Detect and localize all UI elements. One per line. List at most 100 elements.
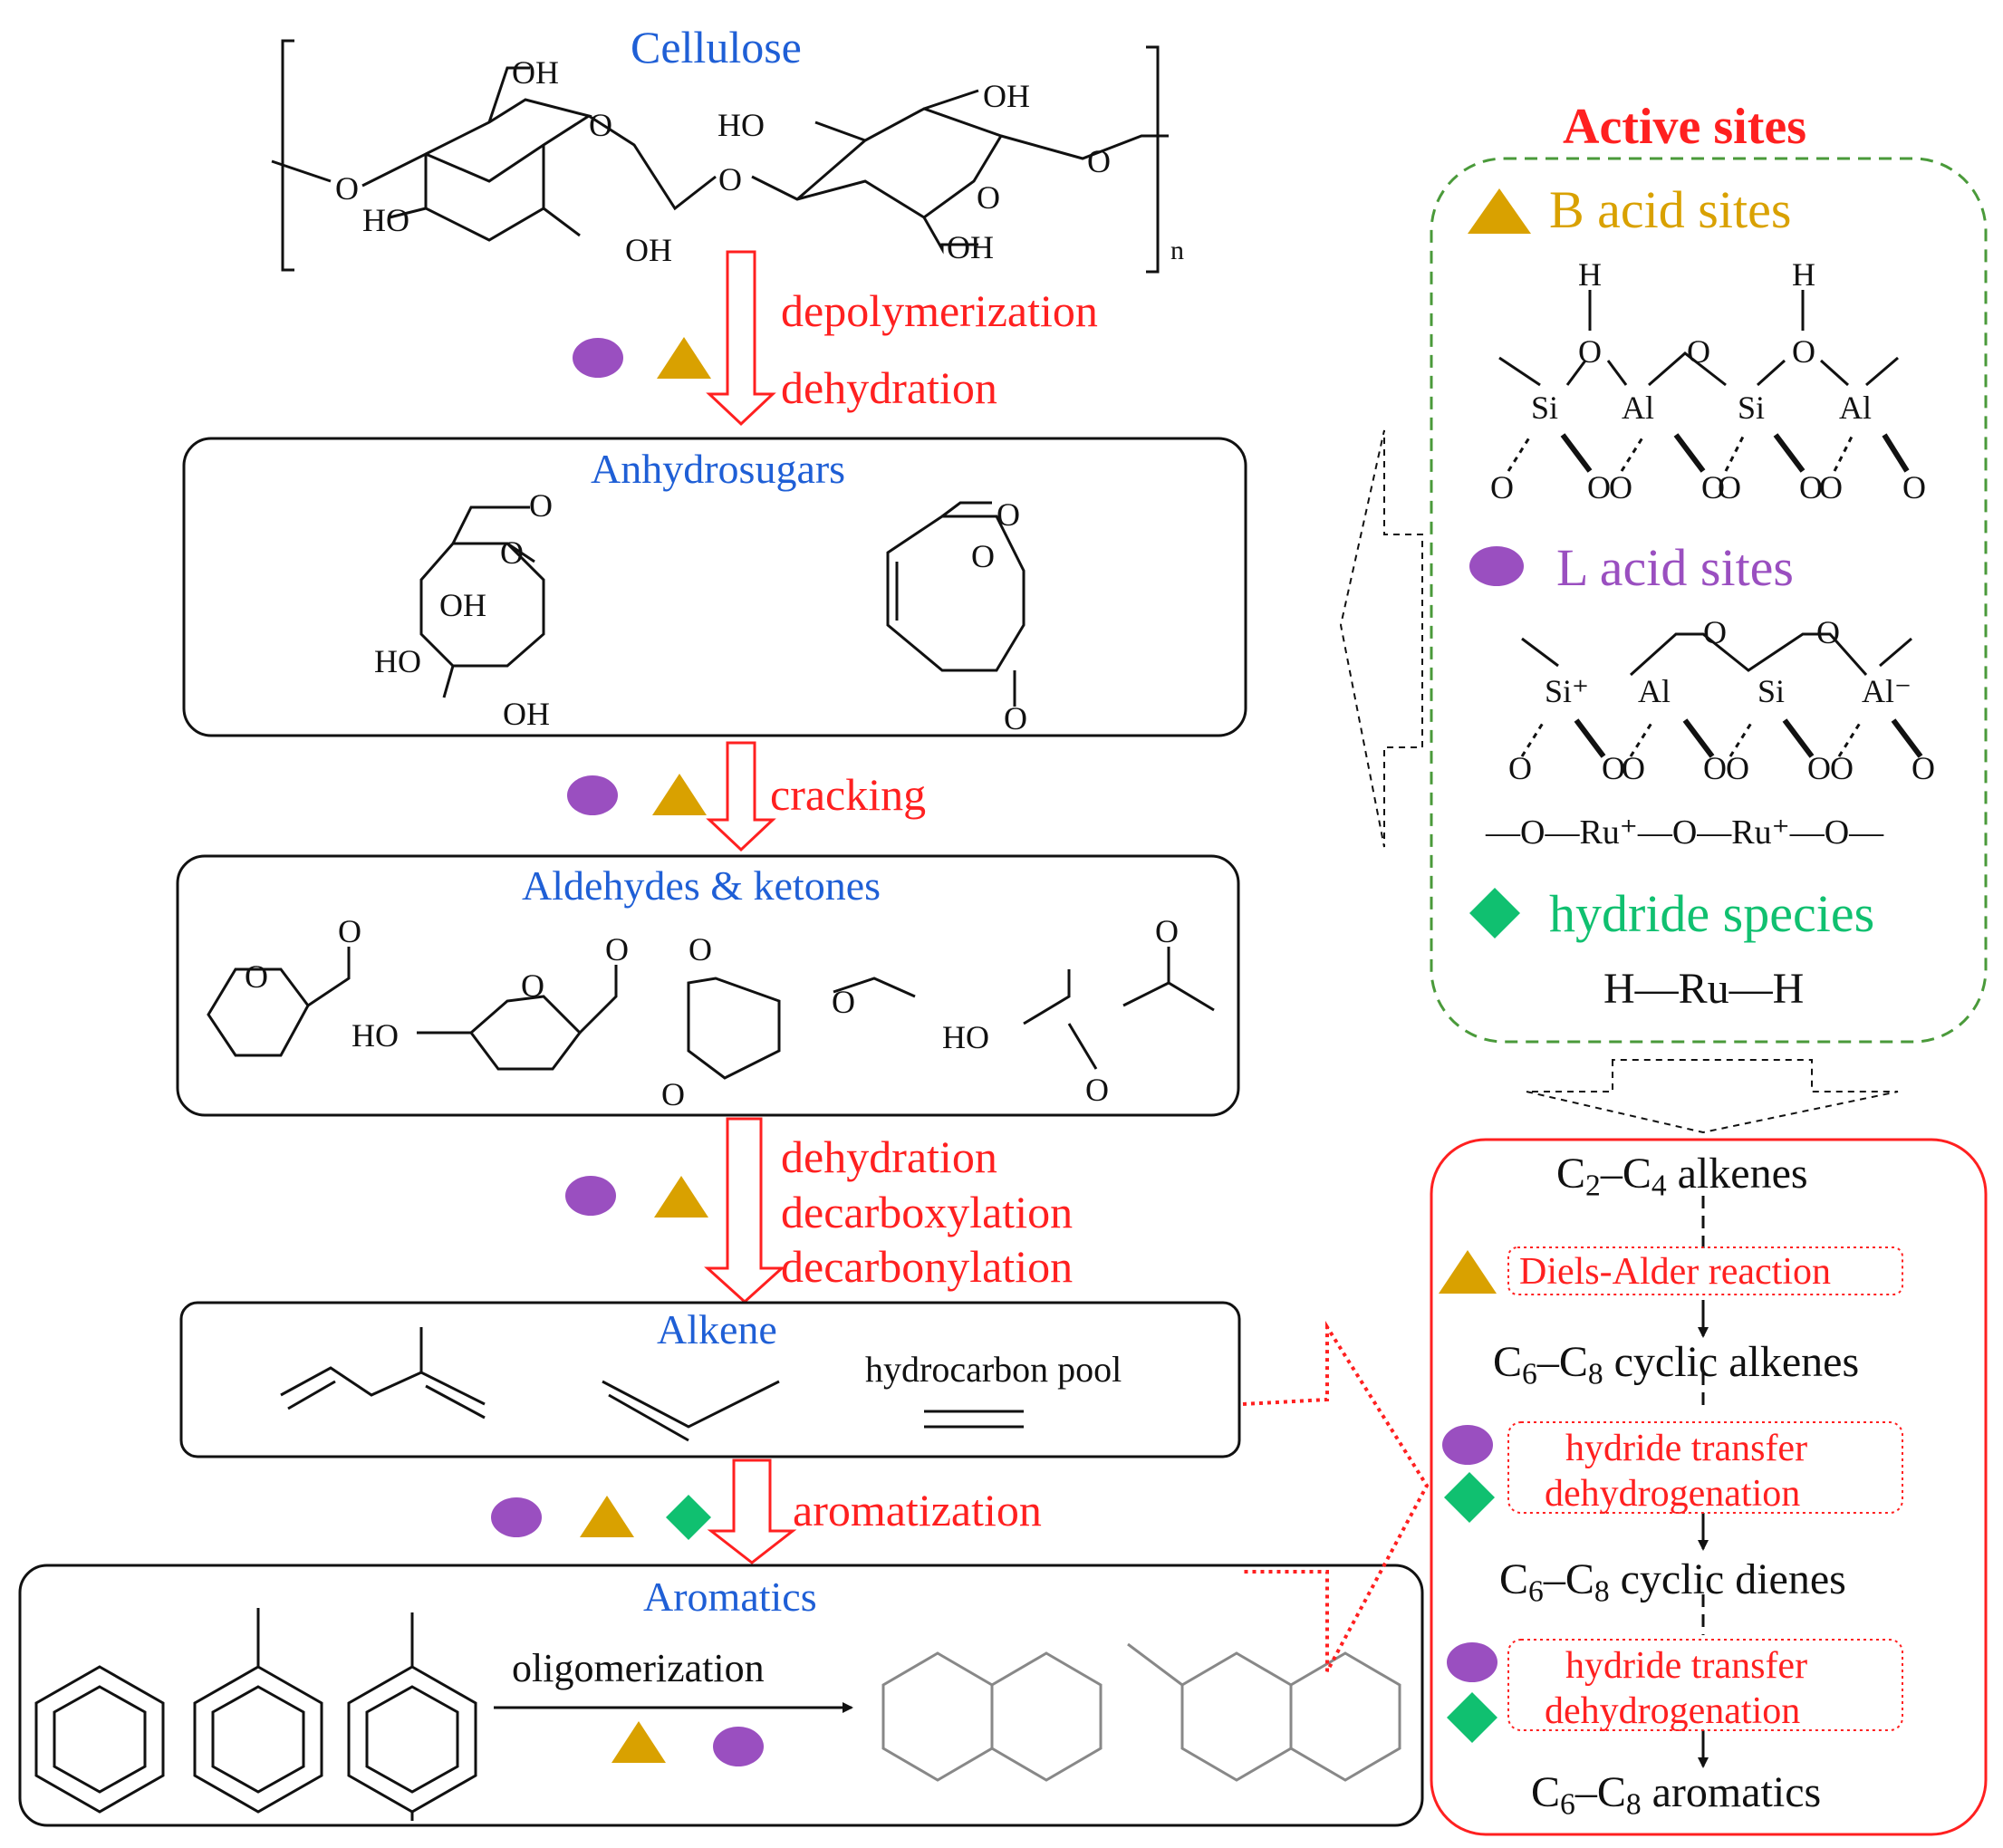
aldehyde-ketone-structures	[207, 947, 1215, 1080]
arrow-to-mechanism	[1526, 1059, 1899, 1134]
atom-label: O	[335, 170, 359, 207]
atom-label: HO	[374, 643, 421, 679]
b-acid-icon	[580, 1496, 634, 1537]
arrow-aromatization	[707, 1458, 797, 1564]
l-acid-icon	[565, 1176, 616, 1216]
atom-label: O	[500, 534, 524, 571]
b-acid-icon	[657, 337, 711, 379]
active-sites-title: Active sites	[1563, 99, 1807, 155]
c6-c8-aromatics-label: C6–C8 aromatics	[1531, 1768, 1822, 1822]
atom-label: Si	[1531, 390, 1559, 426]
atom-label: H	[1578, 256, 1602, 293]
l-acid-structure	[1520, 632, 1923, 758]
atom-label: O	[1902, 469, 1926, 505]
step-decarbonylation: decarbonylation	[781, 1241, 1074, 1292]
atom-label: Si⁺	[1545, 673, 1590, 709]
atom-label: O	[1622, 750, 1645, 786]
arrow-alkene-to-mechanism	[1242, 1321, 1430, 1672]
atom-label: O	[1085, 1072, 1109, 1108]
polymer-n-label: n	[1170, 236, 1184, 265]
hydride-transfer-label-1: hydride transfer	[1565, 1428, 1808, 1469]
cellulose-structure	[271, 39, 1169, 274]
l-acid-icon	[1469, 546, 1524, 586]
atom-label: OH	[983, 78, 1030, 114]
atom-label: O	[1912, 750, 1935, 786]
atom-label: Al	[1638, 673, 1671, 709]
atom-label: OH	[503, 696, 550, 732]
b-acid-icon	[654, 1176, 708, 1218]
diamond-icon	[1447, 1692, 1497, 1743]
b-acid-icon	[611, 1721, 666, 1763]
atom-label: O	[1609, 469, 1632, 505]
step-dehydration: dehydration	[781, 362, 997, 413]
atom-label: H	[1792, 256, 1815, 293]
diamond-icon	[1469, 888, 1520, 938]
l-acid-icon	[573, 338, 623, 378]
atom-label: O	[1087, 143, 1111, 179]
cellulose-title: Cellulose	[631, 22, 802, 72]
atom-label: O	[1508, 750, 1532, 786]
atom-label: O	[1816, 614, 1840, 650]
hydride-transfer-box-2	[1507, 1639, 1903, 1731]
l-acid-icon	[567, 775, 618, 815]
atom-label: O	[1587, 469, 1611, 505]
hydride-label: hydride species	[1549, 884, 1875, 943]
atom-label: O	[1701, 469, 1725, 505]
h-ru-h-label: H—Ru—H	[1603, 965, 1805, 1013]
atom-label: O	[1004, 700, 1027, 736]
anhydrosugars-structures	[419, 501, 1026, 707]
aldehydes-ketones-title: Aldehydes & ketones	[522, 862, 881, 909]
atom-label: HO	[717, 107, 765, 143]
atom-label: OH	[625, 232, 672, 268]
step-depolymerization: depolymerization	[781, 285, 1098, 336]
atom-label: O	[589, 107, 612, 143]
atom-label: O	[521, 967, 544, 1004]
polyaromatic-structures	[881, 1642, 1401, 1782]
atom-label: O	[718, 161, 742, 197]
ru-chain-label: —O—Ru⁺—O—Ru⁺—O—	[1486, 813, 1884, 852]
b-acid-label: B acid sites	[1549, 180, 1792, 239]
b-acid-icon	[652, 774, 707, 815]
atom-label: HO	[351, 1017, 399, 1054]
step-cracking: cracking	[770, 769, 927, 820]
atom-label: O	[1792, 333, 1815, 370]
aldehydes-ketones-box	[176, 854, 1240, 1117]
mechanism-panel	[1430, 1138, 1988, 1836]
l-acid-icon	[1447, 1642, 1497, 1682]
atom-label: OH	[512, 54, 559, 91]
diamond-icon	[666, 1495, 711, 1540]
aromatic-structures	[34, 1608, 853, 1821]
diels-alder-box	[1507, 1246, 1903, 1295]
atom-label: O	[1726, 750, 1749, 786]
atom-label: HO	[362, 202, 409, 238]
atom-label: O	[977, 179, 1000, 216]
atom-label: O	[1807, 750, 1831, 786]
atom-label: O	[1799, 469, 1823, 505]
atom-label: Al	[1622, 390, 1654, 426]
atom-label: O	[997, 496, 1020, 533]
anhydrosugars-title: Anhydrosugars	[591, 446, 846, 492]
atom-label: O	[605, 931, 629, 967]
atom-label: O	[1490, 469, 1514, 505]
diels-alder-label: Diels-Alder reaction	[1519, 1251, 1832, 1293]
atom-label: O	[1703, 614, 1727, 650]
atom-label: O	[1830, 750, 1854, 786]
cyclic-alkenes-label: C6–C8 cyclic alkenes	[1493, 1338, 1860, 1391]
arrow-decarboxylation	[704, 1117, 785, 1304]
atom-label: O	[1718, 469, 1741, 505]
atom-label: Si	[1757, 673, 1786, 709]
atom-label: O	[529, 487, 553, 524]
l-acid-icon	[1442, 1425, 1493, 1465]
atom-label: O	[1602, 750, 1625, 786]
cyclic-dienes-label: C6–C8 cyclic dienes	[1499, 1555, 1846, 1609]
step-decarboxylation: decarboxylation	[781, 1187, 1074, 1237]
atom-label: OH	[439, 587, 486, 623]
aromatics-title: Aromatics	[643, 1574, 817, 1620]
atom-label: O	[338, 913, 361, 949]
atom-label: O	[689, 931, 712, 967]
b-acid-icon	[1439, 1250, 1497, 1294]
arrow-cracking	[706, 741, 776, 852]
atom-label: O	[245, 958, 268, 995]
l-acid-icon	[491, 1497, 542, 1537]
